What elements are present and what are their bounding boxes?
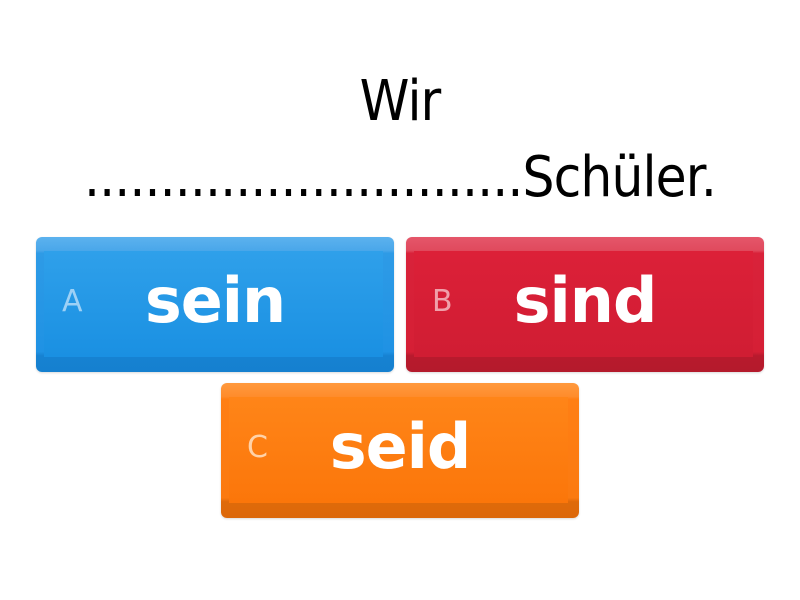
question-line-1: Wir [359,69,442,134]
answer-blank: ............................. [83,145,523,210]
answer-label-a: sein [144,264,286,337]
answer-letter-c: C [247,430,268,465]
question-line-2-end: Schüler. [522,145,717,210]
answer-button-b[interactable]: B sind [406,237,764,372]
answer-letter-b: B [432,284,453,319]
answer-button-a[interactable]: A sein [36,237,394,372]
answer-button-face [414,251,753,357]
answer-button-c[interactable]: C seid [221,383,579,518]
answer-label-c: seid [329,410,472,483]
question-text: Wir .............................Schüler… [0,64,800,216]
answer-button-face [229,397,568,503]
question-line-2: .............................Schüler. [40,140,760,216]
answer-label-b: sind [513,264,658,337]
answer-button-face [44,251,383,357]
answer-letter-a: A [62,284,83,319]
